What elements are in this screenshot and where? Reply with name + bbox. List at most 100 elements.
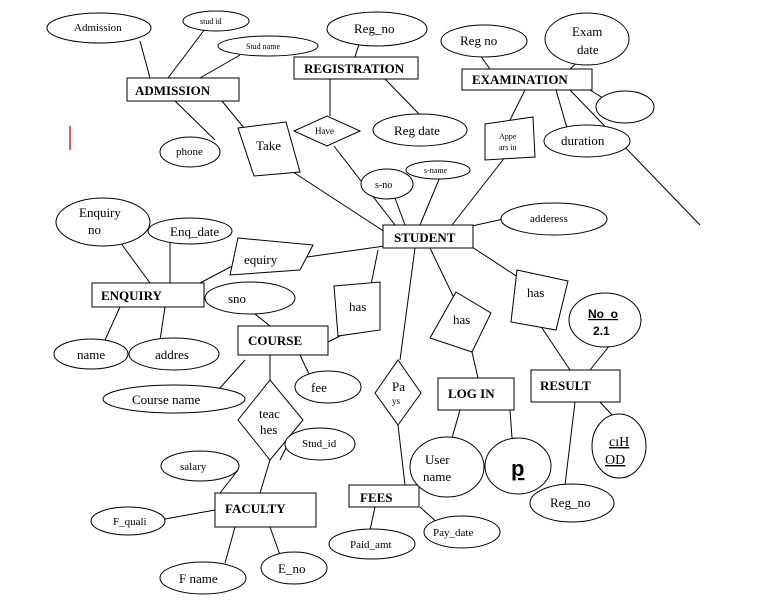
attribute-s-name-label: s-name xyxy=(424,166,448,175)
attribute-reg-date: Reg date xyxy=(372,113,468,147)
relationship-has-course-label: has xyxy=(349,299,366,314)
attribute-pay-date-label: Pay_date xyxy=(433,527,473,539)
attribute-phone-label: phone xyxy=(176,146,203,158)
entity-result: RESULT xyxy=(530,369,621,403)
entity-login-label: LOG IN xyxy=(448,386,495,401)
attribute-user-name-label-1: User xyxy=(425,452,450,467)
attribute-duration: duration xyxy=(543,124,631,158)
relationship-teaches-label-1: teac xyxy=(259,406,280,421)
attribute-enquiry-no-label-2: no xyxy=(88,222,101,237)
attribute-name: name xyxy=(53,338,129,370)
attribute-f-name-label: F name xyxy=(179,571,218,586)
attribute-exam-date-label-2: date xyxy=(577,42,599,57)
relationship-teaches-label-2: hes xyxy=(260,422,277,437)
entity-examination-label: EXAMINATION xyxy=(472,72,568,87)
entity-course-label: COURSE xyxy=(248,333,302,348)
attribute-stud-name: Stud name xyxy=(217,35,319,57)
attribute-s-no: s-no xyxy=(360,168,414,200)
attribute-salary: salary xyxy=(160,450,240,482)
attribute-e-no-label: E_no xyxy=(278,561,305,576)
attribute-cgpa: cıH OD xyxy=(591,413,647,479)
entity-course: COURSE xyxy=(237,325,329,356)
attribute-exam-blank xyxy=(595,90,655,124)
attribute-stud-id-label: stud id xyxy=(200,17,222,26)
entity-admission: ADMISSION xyxy=(126,77,240,102)
attribute-f-quali-label: F_quali xyxy=(113,516,147,528)
attribute-s-name: s-name xyxy=(405,160,471,180)
attribute-course-name: Course name xyxy=(102,384,246,414)
attribute-no-of-label-2: 2.1 xyxy=(593,324,610,338)
relationship-has-result: has xyxy=(510,269,569,331)
entity-student: STUDENT xyxy=(382,224,474,249)
attribute-reg-no-registration: Reg_no xyxy=(326,11,428,47)
attribute-enquiry-no: Enquiry no xyxy=(55,197,151,247)
entity-faculty-label: FACULTY xyxy=(225,501,286,516)
attribute-paid-amt: Paid_amt xyxy=(328,528,416,560)
attribute-addres-label: addres xyxy=(155,347,189,362)
relationship-equiry-label: equiry xyxy=(244,252,278,267)
attribute-address: adderess xyxy=(500,202,608,236)
attribute-s-no-label: s-no xyxy=(375,180,392,191)
relationship-appears-in: Appe ars in xyxy=(484,116,536,161)
attribute-no-of: No_o 2.1 xyxy=(568,292,642,348)
attribute-password: p xyxy=(484,437,552,495)
relationship-pays-label-1: Pa xyxy=(392,379,405,394)
entity-enquiry: ENQUIRY xyxy=(91,282,205,308)
attribute-cgpa-label-2: OD xyxy=(605,453,625,468)
attribute-admission: Admission xyxy=(46,12,152,44)
attribute-phone: phone xyxy=(159,136,221,168)
entity-fees-label: FEES xyxy=(360,490,393,505)
relationship-have: Have xyxy=(292,115,362,147)
relationship-has-login-label: has xyxy=(453,312,470,327)
entity-fees: FEES xyxy=(348,484,420,508)
attribute-no-of-label-1: No_o xyxy=(588,307,618,321)
attribute-sno: sno xyxy=(204,281,296,315)
attribute-user-name-label-2: name xyxy=(423,469,451,484)
attribute-salary-label: salary xyxy=(180,461,207,473)
attribute-address-label: adderess xyxy=(530,213,568,225)
relationship-pays-label-2: ys xyxy=(392,396,401,406)
attribute-course-name-label: Course name xyxy=(132,392,200,407)
attribute-reg-no-result: Reg_no xyxy=(529,483,615,523)
attribute-fee-label: fee xyxy=(311,380,327,395)
relationship-equiry: equiry xyxy=(229,237,314,276)
attribute-reg-no-examination-label: Reg no xyxy=(460,33,497,48)
attribute-stud-id: stud id xyxy=(182,10,250,32)
attribute-stud-name-label: Stud name xyxy=(246,42,280,51)
attribute-enq-date-label: Enq_date xyxy=(170,224,219,239)
attribute-fee: fee xyxy=(294,370,362,404)
relationship-teaches: teac hes xyxy=(237,379,304,461)
entity-enquiry-label: ENQUIRY xyxy=(101,288,163,303)
attribute-enq-date: Enq_date xyxy=(147,217,233,245)
entity-result-label: RESULT xyxy=(540,378,591,393)
attribute-f-quali: F_quali xyxy=(90,506,166,536)
relationship-has-course: has xyxy=(333,281,381,337)
attribute-name-label: name xyxy=(77,347,105,362)
attribute-sno-label: sno xyxy=(228,291,246,306)
attribute-paid-amt-label: Paid_amt xyxy=(350,539,392,551)
relationship-take: Take xyxy=(237,121,301,177)
entity-login: LOG IN xyxy=(437,377,515,411)
attribute-cgpa-label-1: cıH xyxy=(609,435,629,450)
attribute-exam-date: Exam date xyxy=(544,12,630,66)
attribute-reg-date-label: Reg date xyxy=(394,123,440,138)
attribute-password-label: p xyxy=(511,456,524,481)
relationship-has-login: has xyxy=(429,291,492,353)
attribute-enquiry-no-label-1: Enquiry xyxy=(79,205,121,220)
attribute-stud-id-fees-label: Stud_id xyxy=(302,438,337,450)
entity-student-label: STUDENT xyxy=(394,230,456,245)
attribute-reg-no-registration-label: Reg_no xyxy=(354,21,394,36)
attribute-reg-no-examination: Reg no xyxy=(440,24,528,58)
entity-examination: EXAMINATION xyxy=(461,68,593,91)
attribute-pay-date: Pay_date xyxy=(423,515,501,549)
attribute-f-name: F name xyxy=(159,561,247,595)
attribute-addres: addres xyxy=(128,337,220,371)
entity-admission-label: ADMISSION xyxy=(135,83,211,98)
entity-registration: REGISTRATION xyxy=(293,56,419,80)
attribute-exam-date-label-1: Exam xyxy=(572,24,602,39)
attribute-stud-id-fees: Stud_id xyxy=(284,427,356,461)
relationship-have-label: Have xyxy=(315,126,334,136)
attribute-e-no: E_no xyxy=(260,551,328,585)
attribute-user-name: User name xyxy=(409,436,485,498)
